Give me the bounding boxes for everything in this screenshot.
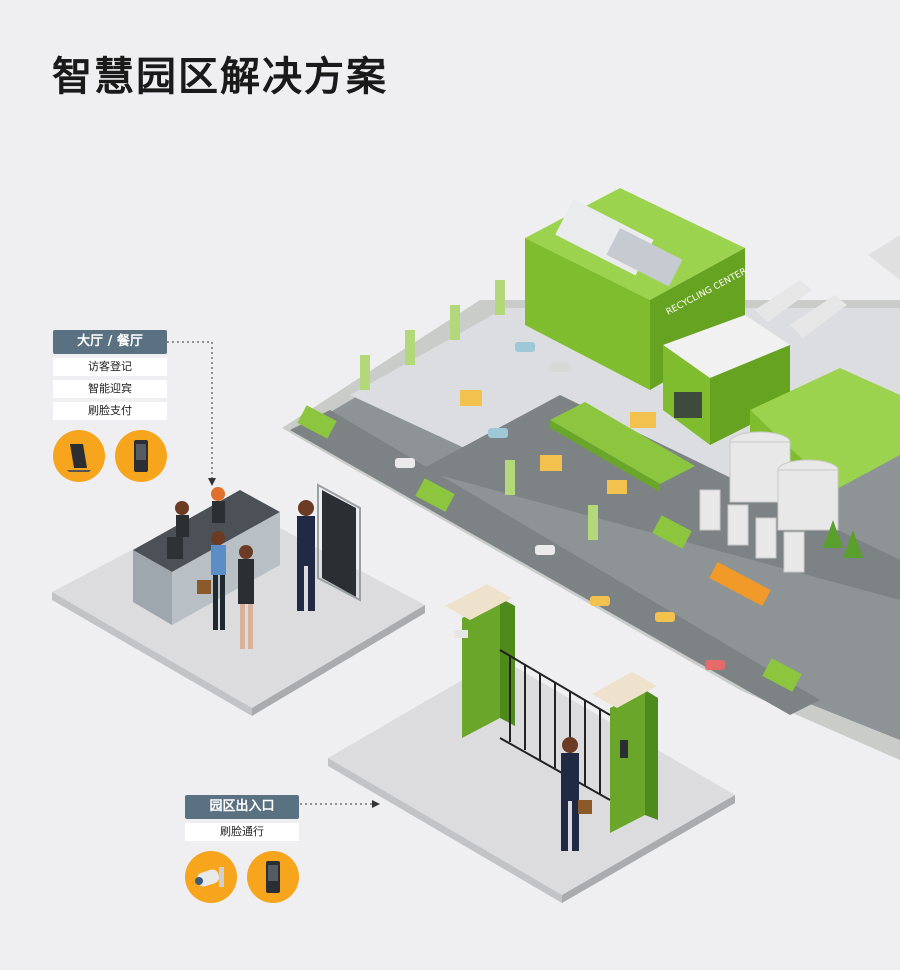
lobby-item-smart-welcome: 智能迎宾	[53, 380, 167, 398]
face-terminal-icon	[247, 851, 299, 903]
face-terminal-icon	[115, 430, 167, 482]
tablet-stand-icon	[53, 430, 105, 482]
lobby-item-visitor-registration: 访客登记	[53, 358, 167, 376]
page-title: 智慧园区解决方案	[52, 54, 388, 100]
lobby-panel-header: 大厅 / 餐厅	[53, 330, 167, 354]
gate-panel: 园区出入口 刷脸通行	[185, 795, 299, 903]
lobby-item-face-payment: 刷脸支付	[53, 402, 167, 420]
gate-panel-header: 园区出入口	[185, 795, 299, 819]
gate-item-face-pass: 刷脸通行	[185, 823, 299, 841]
camera-icon	[185, 851, 237, 903]
lobby-panel: 大厅 / 餐厅 访客登记 智能迎宾 刷脸支付	[53, 330, 167, 482]
